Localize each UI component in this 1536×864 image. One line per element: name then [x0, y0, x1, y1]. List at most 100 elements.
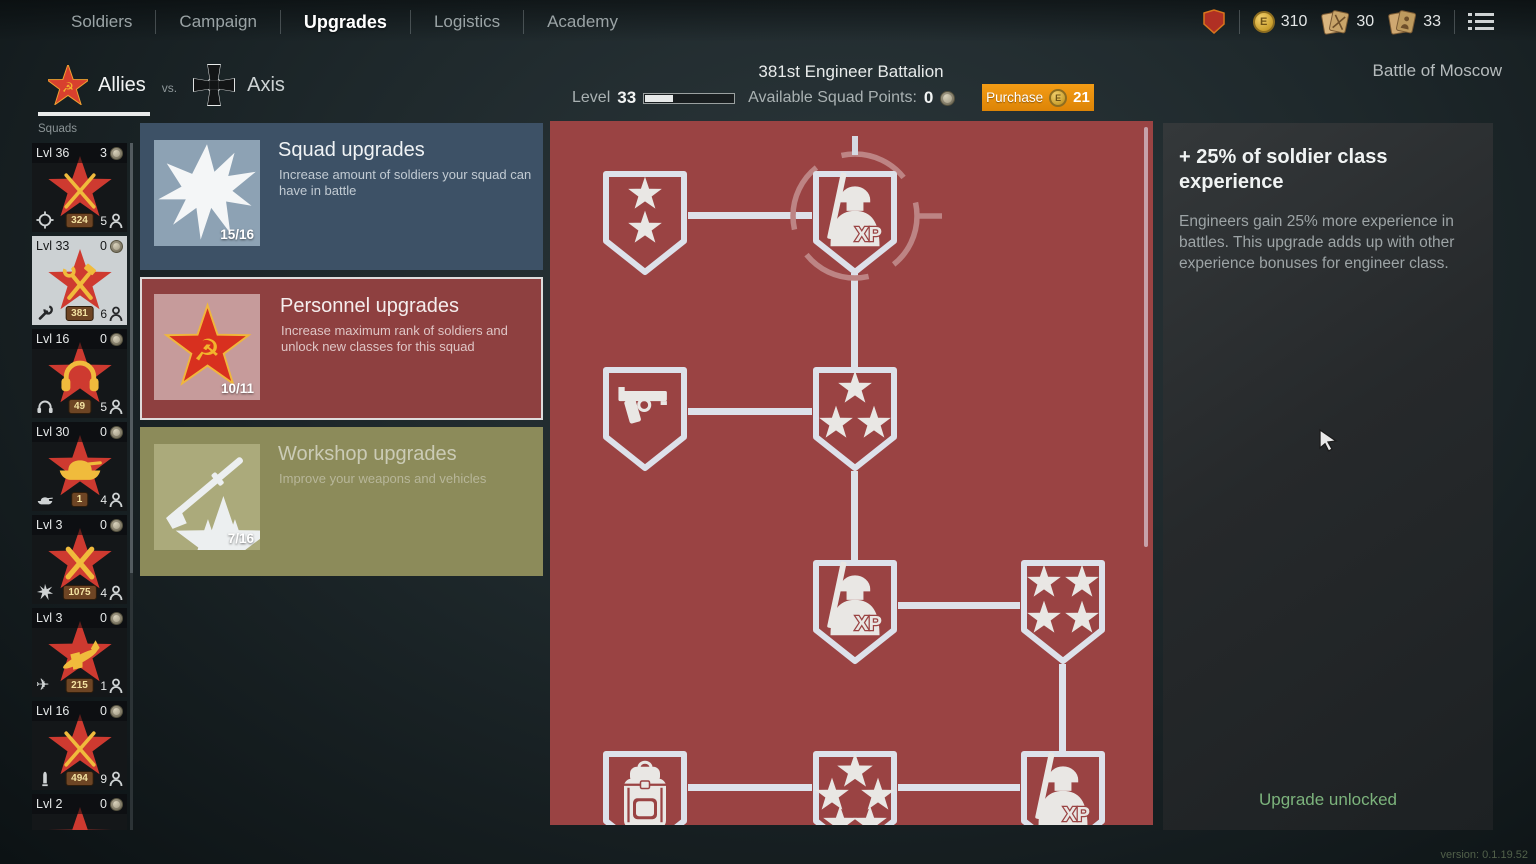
category-personnel-upgrades-selected[interactable]: ☭ 10/11 Personnel upgrades Increase maxi…	[140, 277, 543, 420]
squad-scrollbar[interactable]	[130, 143, 133, 830]
squad-number-badge: 49	[67, 399, 92, 414]
workshop-upgrades-icon-box: 7/16	[154, 444, 283, 610]
squad-card-riflemen[interactable]: Lvl 16 0 494 9	[32, 701, 127, 790]
squad-number-badge: 1075	[62, 585, 97, 600]
axis-cross-icon[interactable]	[193, 64, 236, 106]
tree-node-two-star[interactable]	[602, 170, 688, 277]
upgrade-detail-panel: + 25% of soldier class experience Engine…	[1163, 123, 1493, 830]
nav-campaign[interactable]: Campaign	[179, 12, 257, 31]
divider	[1454, 10, 1455, 34]
squad-number-badge: 215	[65, 678, 94, 693]
hammer-sickle-icon: ☭	[193, 333, 221, 369]
order-coin-icon	[110, 611, 123, 625]
order-coin-icon	[110, 332, 123, 346]
squad-card-footer: 49 5	[36, 397, 123, 415]
vs-label: vs.	[161, 81, 178, 95]
squad-card-header: Lvl 2 0	[32, 794, 127, 814]
svg-text:XP: XP	[1063, 804, 1090, 825]
tab-allies[interactable]: Allies	[98, 73, 146, 96]
nav-logistics[interactable]: Logistics	[433, 12, 501, 31]
order-coin-icon	[110, 797, 123, 811]
squad-card-assaulters[interactable]: Lvl 36 3 324 5	[32, 143, 127, 232]
squad-members: 1	[100, 679, 107, 693]
squad-orders: 0	[100, 704, 107, 718]
category-desc: Increase amount of soldiers your squad c…	[279, 167, 532, 198]
tree-node-five-star[interactable]	[812, 750, 898, 825]
squad-card-tankers[interactable]: Lvl 30 0 1 4	[32, 422, 127, 511]
tank-icon	[59, 460, 102, 480]
squad-members: 5	[100, 214, 107, 228]
squad-scrollbar-thumb[interactable]	[130, 143, 133, 573]
order-coin-icon	[110, 704, 123, 718]
category-squad-upgrades[interactable]: 15/16 Squad upgrades Increase amount of …	[140, 123, 543, 270]
main-nav: Soldiers Campaign Upgrades Logistics Aca…	[48, 0, 641, 44]
squad-orders: 0	[100, 425, 107, 439]
svg-text:☭: ☭	[62, 80, 74, 96]
squad-card-footer: 381 6	[36, 304, 123, 322]
battalion-title: 381st Engineer Battalion	[758, 62, 944, 81]
tree-node-three-star[interactable]	[812, 366, 898, 473]
tree-connector	[851, 273, 858, 370]
level-progress-bar	[643, 92, 736, 104]
nav-academy[interactable]: Academy	[547, 12, 618, 31]
purchase-button[interactable]: Purchase E 21	[982, 84, 1094, 111]
order-coin-icon	[110, 425, 123, 439]
squad-card-partial[interactable]: Lvl 2 0	[32, 794, 127, 830]
squad-card-artillery[interactable]: Lvl 3 0 1075 4	[32, 515, 127, 604]
nav-divider	[279, 10, 281, 34]
squad-card-header: Lvl 3 0	[32, 515, 127, 535]
svg-text:XP: XP	[855, 224, 882, 246]
crosshair-icon	[36, 211, 54, 229]
weapon-orders-amount: 30	[1356, 13, 1375, 30]
rifle-stars-icon	[160, 457, 283, 610]
squad-card-engineers-selected[interactable]: Lvl 33 0 381 6	[32, 236, 127, 325]
tab-axis[interactable]: Axis	[247, 73, 285, 96]
tree-scrollbar-thumb[interactable]	[1144, 127, 1148, 547]
purchase-label: Purchase	[986, 90, 1044, 105]
order-coin-icon	[110, 518, 123, 532]
purchase-coin-icon: E	[1049, 88, 1068, 107]
squad-members: 6	[100, 307, 107, 321]
gold-amount: 310	[1280, 13, 1308, 30]
tree-connector	[688, 408, 812, 415]
squad-level: Lvl 3	[36, 518, 63, 532]
nav-divider	[523, 10, 525, 34]
headphones-icon	[58, 354, 102, 394]
tree-node-four-star[interactable]	[1020, 559, 1106, 666]
personnel-upgrades-icon-box: ☭ 10/11	[154, 294, 260, 400]
squad-card-radio-operators[interactable]: Lvl 16 0 49 5	[32, 329, 127, 418]
faction-shield-badge-icon[interactable]	[1202, 9, 1226, 35]
soldier-orders-currency[interactable]: 33	[1387, 9, 1441, 36]
squad-card-footer: ✈ 215 1	[36, 676, 123, 694]
tree-node-class-xp-selected[interactable]: XP	[812, 170, 898, 277]
currency-bar: E 310 30 33	[1202, 0, 1494, 44]
squad-members: 4	[100, 586, 107, 600]
squad-orders: 0	[100, 611, 107, 625]
squad-orders: 3	[100, 146, 107, 160]
squad-number-badge: 381	[65, 306, 94, 321]
menu-list-icon[interactable]	[1468, 12, 1494, 32]
gold-currency[interactable]: E 310	[1252, 11, 1308, 33]
allies-star-icon[interactable]: ☭	[48, 65, 88, 105]
tree-node-class-xp-bottom[interactable]: XP	[1020, 750, 1106, 825]
nav-soldiers[interactable]: Soldiers	[71, 12, 133, 31]
upgrade-description: Engineers gain 25% more experience in ba…	[1179, 213, 1455, 272]
explosion-icon	[36, 583, 54, 601]
squad-card-pilots[interactable]: Lvl 3 0 ✈ 215 1	[32, 608, 127, 697]
campaign-name: Battle of Moscow	[1372, 61, 1502, 80]
squad-card-footer: 494 9	[36, 769, 123, 787]
tree-node-backpack[interactable]	[602, 750, 688, 825]
tree-node-class-xp[interactable]: XP	[812, 559, 898, 666]
squad-sidebar: Squads Lvl 36 3 324 5	[30, 123, 133, 830]
category-workshop-upgrades[interactable]: 7/16 Workshop upgrades Improve your weap…	[140, 427, 543, 610]
nav-upgrades[interactable]: Upgrades	[303, 11, 387, 32]
tree-node-pistol[interactable]	[602, 366, 688, 473]
soldier-xp-icon: XP	[826, 561, 883, 637]
squad-level: Lvl 30	[36, 425, 70, 439]
weapon-orders-currency[interactable]: 30	[1320, 9, 1374, 36]
selection-crosshair-icon	[790, 136, 942, 281]
faction-tabs: ☭ Allies vs. Axis	[48, 62, 285, 108]
squad-level: Lvl 33	[36, 239, 70, 253]
squad-orders: 0	[100, 797, 107, 811]
